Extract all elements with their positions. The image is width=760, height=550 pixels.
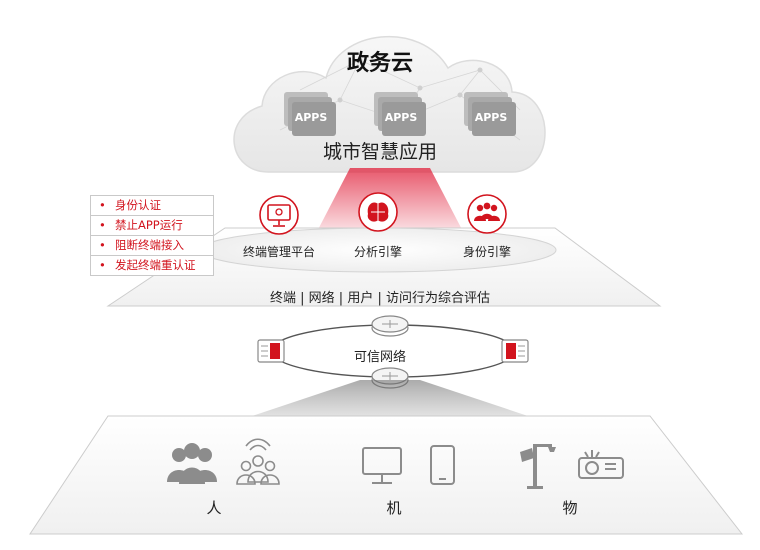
phone-icon <box>430 445 455 485</box>
firewall-icon <box>257 339 285 363</box>
user-group-icon <box>467 194 507 234</box>
app-stack-3 <box>464 92 516 136</box>
engine-label-identity: 身份引擎 <box>462 245 511 259</box>
network-label: 可信网络 <box>353 350 406 365</box>
firewall-icon <box>501 339 529 363</box>
app-stack-1 <box>284 92 336 136</box>
action-list: •身份认证 •禁止APP运行 •阻断终端接入 •发起终端重认证 <box>90 195 214 276</box>
monitor-icon <box>362 447 402 484</box>
app-label-3: APPS <box>474 111 508 124</box>
app-stack-2 <box>374 92 426 136</box>
engine-label-terminal: 终端管理平台 <box>242 245 315 259</box>
terminal-management-icon <box>259 195 299 235</box>
people-wireless-icon <box>236 438 280 485</box>
cloud-title: 政务云 <box>346 51 413 76</box>
evaluation-text: 终端 | 网络 | 用户 | 访问行为综合评估 <box>270 291 490 306</box>
app-label-2: APPS <box>384 111 418 124</box>
people-group-icon <box>167 443 217 484</box>
cloud-subtitle: 城市智慧应用 <box>322 141 437 163</box>
action-item: •身份认证 <box>90 195 214 216</box>
engine-label-analysis: 分析引擎 <box>353 245 402 259</box>
category-label-things: 物 <box>562 499 578 517</box>
category-label-people: 人 <box>206 499 222 517</box>
category-label-machines: 机 <box>386 499 402 517</box>
brain-analysis-icon <box>358 192 398 232</box>
camera-streetlight-icon <box>520 444 556 489</box>
action-item: •发起终端重认证 <box>90 255 214 276</box>
router-icon <box>371 315 409 337</box>
app-label-1: APPS <box>294 111 328 124</box>
action-item: •阻断终端接入 <box>90 235 214 256</box>
action-item: •禁止APP运行 <box>90 215 214 236</box>
projector-icon <box>578 450 624 479</box>
